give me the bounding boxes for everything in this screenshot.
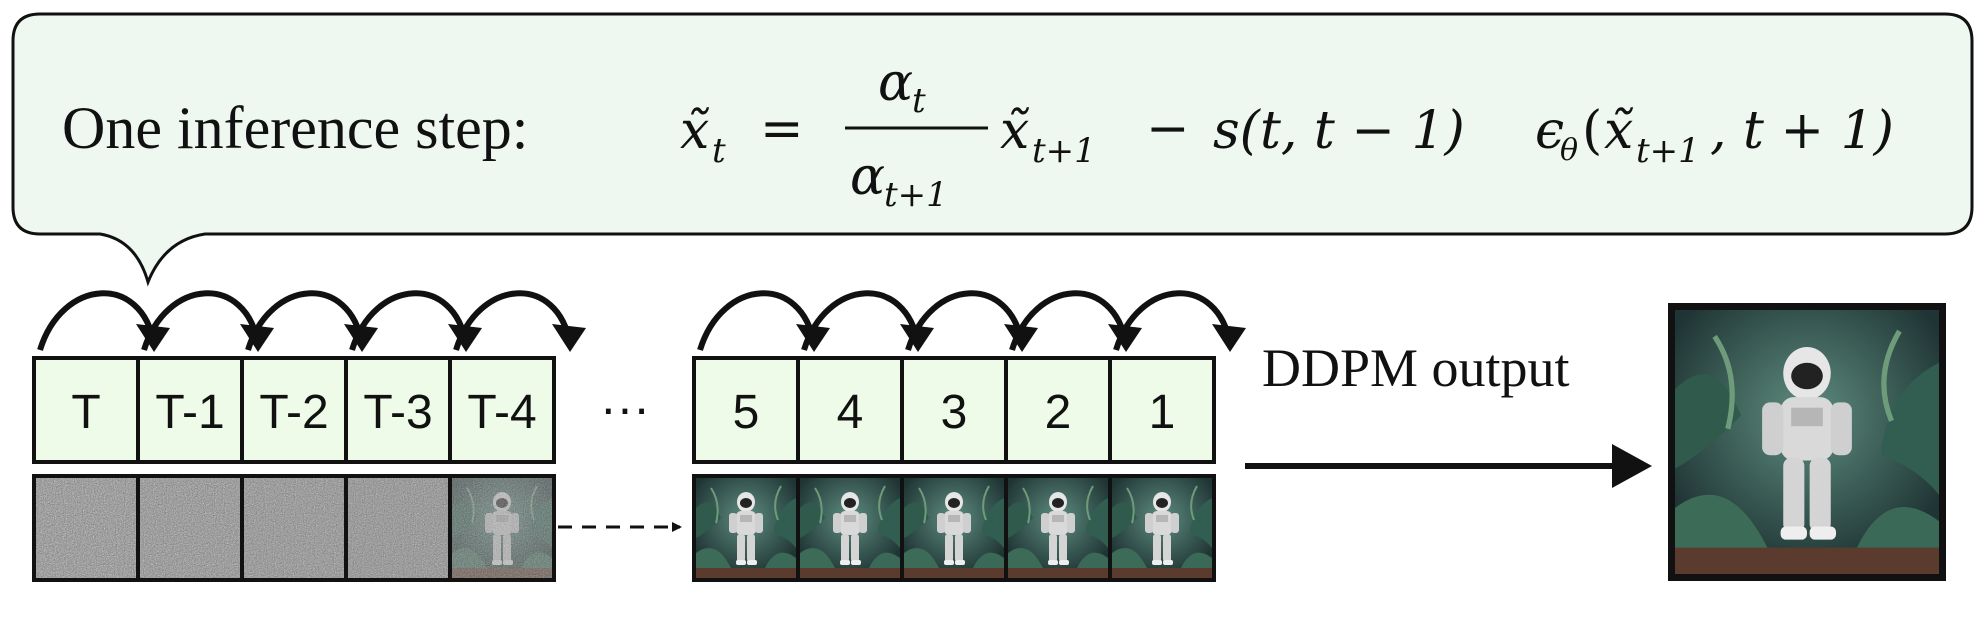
left-step-cell [32,356,140,464]
right-step-label: 5 [733,386,760,439]
right-step-arrow [697,290,817,351]
right-step-arrows [697,290,1246,352]
left-step-cell [240,356,348,464]
eq-minus: − [1146,99,1190,159]
eq-eps-sub: θ [1560,133,1578,168]
eq-lhs-sub: t [712,131,726,171]
left-step-arrow [349,290,469,351]
noise-overlay [140,478,240,578]
output-arrow-head [1612,444,1652,488]
noise-overlay [348,478,448,578]
eq-arg-rest: , t + 1) [1710,101,1894,161]
right-step-label: 4 [837,386,864,439]
left-step-cell [344,356,452,464]
right-step-arrowhead [1212,324,1246,352]
left-step-cell [448,356,556,464]
noise-overlay [244,478,344,578]
update-equation: x̃ t = α t α t+1 x̃ t+1 − s(t, t − 1) ϵ … [680,53,1894,215]
eq-frac-den-sub: t+1 [884,175,948,215]
right-step-cell [900,356,1008,464]
eq-frac-num-sub: t [912,81,926,121]
noise-overlay [452,478,552,578]
left-step-arrows [37,290,586,352]
ellipsis: ··· [600,380,650,436]
right-step-arrow [801,290,921,351]
right-step-arrow [1113,290,1233,351]
left-step-arrow [245,290,365,351]
right-step-arrow [1009,290,1129,351]
eq-args-open: ( [1582,101,1602,161]
right-step-label: 3 [941,386,968,439]
right-step-arrowhead [1004,324,1038,352]
right-step-cell [1004,356,1112,464]
eq-frac-den: α [850,147,885,207]
right-step-sequence: 5 4 3 2 1 [692,356,1216,464]
right-step-label: 1 [1149,386,1176,439]
left-step-label: T-3 [363,386,432,439]
eq-frac-num: α [878,53,913,113]
left-step-arrowhead [136,324,170,352]
left-step-label: T [71,386,100,439]
right-step-arrow [905,290,1025,351]
eq-arg-sub: t+1 [1636,131,1700,171]
left-step-cell [136,356,244,464]
output-label: DDPM output [1262,338,1570,398]
left-step-arrowhead [240,324,274,352]
right-step-arrowhead [900,324,934,352]
eq-eps: ϵ [1535,101,1564,161]
left-step-arrowhead [344,324,378,352]
noise-overlay [36,478,136,578]
left-step-label: T-1 [155,386,224,439]
astronaut-thumbnail [696,478,796,578]
astronaut-thumbnail [1112,478,1212,578]
bubble-label: One inference step: [62,95,528,161]
left-step-arrow [453,290,573,351]
left-step-arrowhead [448,324,482,352]
left-step-arrowhead [552,324,586,352]
left-step-sequence: T T-1 T-2 T-3 T-4 [32,356,556,464]
right-step-arrowhead [1108,324,1142,352]
ddpm-output-image [1668,303,1946,581]
eq-s-func: s(t, t − 1) [1213,101,1465,161]
astronaut-thumbnail [800,478,900,578]
left-step-arrow [141,290,261,351]
right-step-label: 2 [1045,386,1072,439]
speech-bubble [11,12,1974,287]
right-step-cell [1108,356,1216,464]
right-step-arrowhead [796,324,830,352]
eq-equals: = [760,99,804,159]
eq-arg: x̃ [1604,101,1634,161]
right-step-cell [796,356,904,464]
eq-lhs: x̃ [680,101,710,161]
eq-term2-sub: t+1 [1032,131,1096,171]
left-step-label: T-2 [259,386,328,439]
eq-term2: x̃ [1000,101,1030,161]
left-noise-images [32,474,556,582]
astronaut-thumbnail [904,478,1004,578]
left-step-label: T-4 [467,386,536,439]
left-step-arrow [37,290,157,351]
right-image-thumbnails [692,474,1216,582]
astronaut-thumbnail [1008,478,1108,578]
